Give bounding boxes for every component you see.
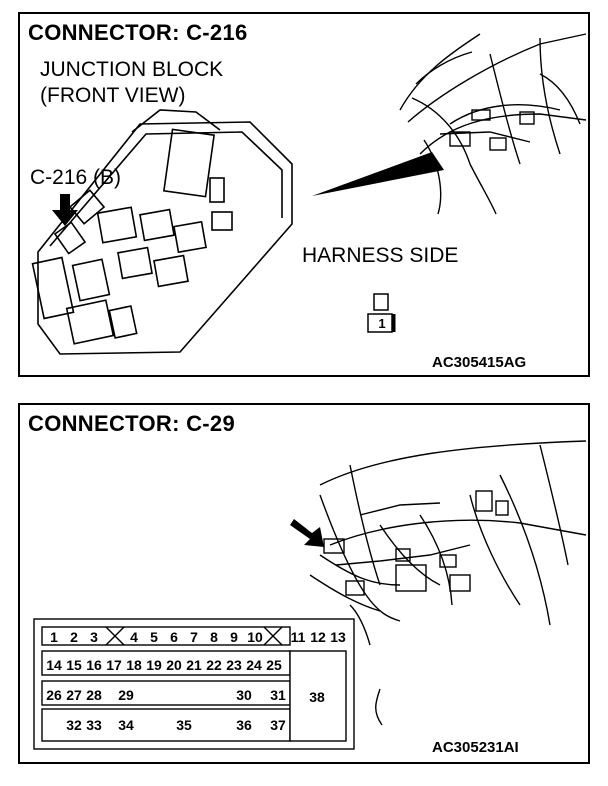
connector-c216-panel: CONNECTOR: C-216 JUNCTION BLOCK (FRONT V…	[18, 12, 590, 377]
pin: 17	[106, 657, 122, 673]
pin: 7	[190, 629, 198, 645]
pin: 21	[186, 657, 202, 673]
pin-key-symbol	[373, 293, 389, 311]
pin-38: 38	[309, 689, 325, 705]
down-arrow-icon	[52, 194, 78, 226]
pin: 10	[247, 629, 263, 645]
harness-side-label: HARNESS SIDE	[302, 244, 459, 267]
pin: 36	[236, 717, 252, 733]
panel-title: CONNECTOR: C-29	[28, 411, 236, 436]
pin: 28	[86, 687, 102, 703]
right-arrow-icon	[290, 519, 324, 547]
pin: 12	[310, 629, 326, 645]
pin: 32	[66, 717, 82, 733]
pin: 31	[270, 687, 286, 703]
pin: 8	[210, 629, 218, 645]
pin-number-1: 1	[378, 316, 386, 331]
pin: 30	[236, 687, 252, 703]
pin: 22	[206, 657, 222, 673]
pin-cell	[367, 313, 393, 333]
pin-row-1: 1 2 3 4 5 6 7 8 9 10 11 12 13	[44, 629, 384, 647]
c29-illustration	[33, 440, 587, 750]
pin: 19	[146, 657, 162, 673]
pin: 6	[170, 629, 178, 645]
pin: 23	[226, 657, 242, 673]
view-wedge-pointer	[312, 152, 444, 196]
junction-block-illustration	[31, 33, 587, 355]
pin: 37	[270, 717, 286, 733]
pin: 9	[230, 629, 238, 645]
pin: 15	[66, 657, 82, 673]
pin: 1	[50, 629, 58, 645]
pin: 14	[46, 657, 62, 673]
pin: 18	[126, 657, 142, 673]
pin: 11	[290, 629, 306, 645]
pin: 35	[176, 717, 192, 733]
pin: 34	[118, 717, 134, 733]
pin: 24	[246, 657, 262, 673]
pin: 4	[130, 629, 138, 645]
pin: 5	[150, 629, 158, 645]
junction-block-body	[37, 121, 293, 355]
pin: 16	[86, 657, 102, 673]
connector-c29-panel: CONNECTOR: C-29 AC305231AI	[18, 403, 590, 764]
pin: 20	[166, 657, 182, 673]
pin: 3	[90, 629, 98, 645]
panel-title: CONNECTOR: C-216	[28, 20, 248, 45]
pin: 2	[70, 629, 78, 645]
pin-row-2: 14 15 16 17 18 19 20 21 22 23 24 25	[44, 657, 364, 677]
pin: 33	[86, 717, 102, 733]
pin-row-3: 26 27 28 29 30 31	[44, 687, 304, 707]
figure-code: AC305415AG	[432, 354, 527, 371]
pin: 26	[46, 687, 62, 703]
pin: 29	[118, 687, 134, 703]
pin: 25	[266, 657, 282, 673]
pin: 27	[66, 687, 82, 703]
connector-face	[33, 618, 355, 750]
pin-row-4: 32 33 34 35 36 37	[44, 717, 304, 737]
front-view-label: (FRONT VIEW)	[40, 84, 186, 107]
pin: 13	[330, 629, 346, 645]
figure-code: AC305231AI	[432, 739, 519, 756]
connector-pointer-label: C-216 (B)	[30, 166, 122, 189]
junction-block-label: JUNCTION BLOCK	[40, 58, 224, 81]
